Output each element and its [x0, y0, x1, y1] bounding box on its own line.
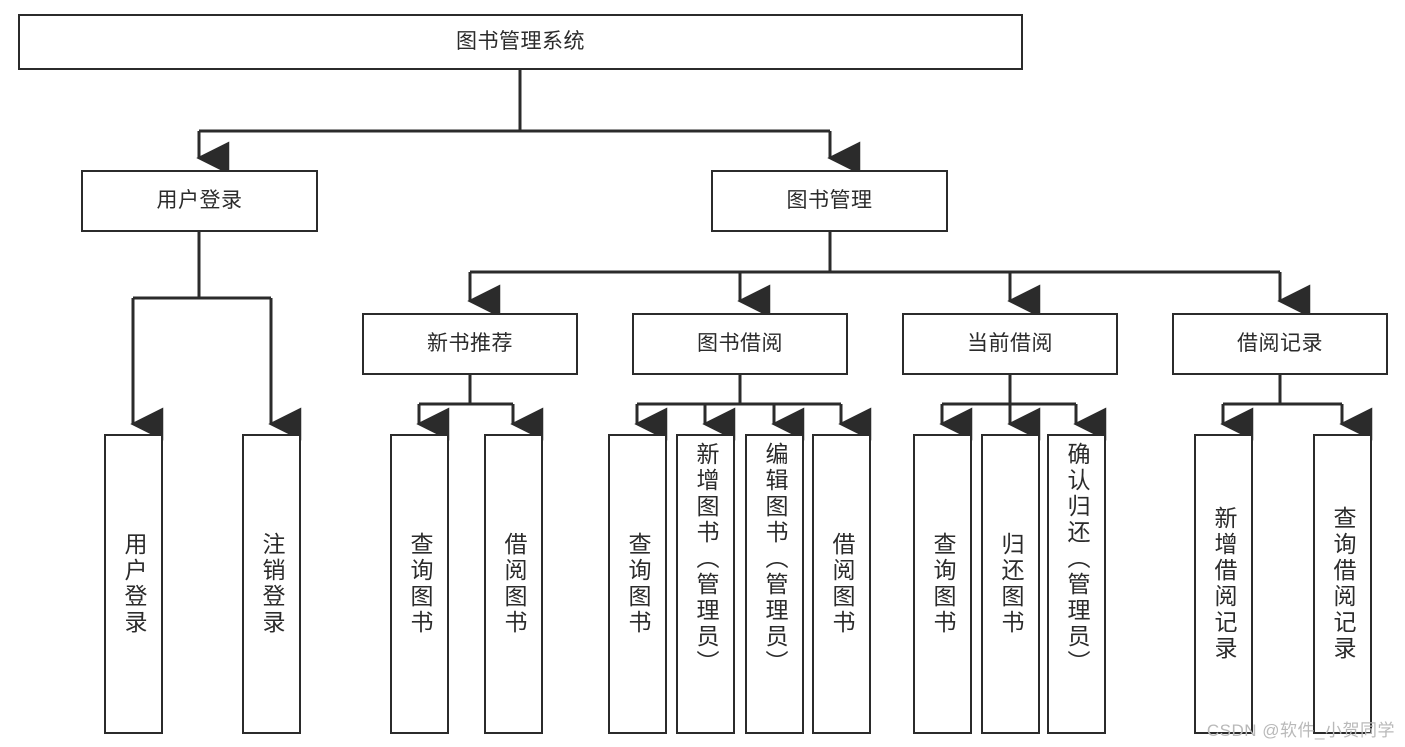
- leaf-borrow-add-book-admin[interactable]: 新增图书（管理员）: [676, 434, 735, 734]
- leaf-records-add-record[interactable]: 新增借阅记录: [1194, 434, 1253, 734]
- leaf-records-add-record-label: 新增借阅记录: [1211, 506, 1237, 662]
- node-current-borrow-label: 当前借阅: [967, 331, 1053, 355]
- node-borrow-records[interactable]: 借阅记录: [1172, 313, 1388, 375]
- node-root-system-label: 图书管理系统: [456, 29, 585, 53]
- leaf-borrow-edit-book-admin[interactable]: 编辑图书（管理员）: [745, 434, 804, 734]
- leaf-borrow-query-book[interactable]: 查询图书: [608, 434, 667, 734]
- leaf-current-query-book-label: 查询图书: [930, 532, 956, 636]
- leaf-records-query-record-label: 查询借阅记录: [1330, 506, 1356, 662]
- node-new-book-recommend[interactable]: 新书推荐: [362, 313, 578, 375]
- node-book-borrow[interactable]: 图书借阅: [632, 313, 848, 375]
- node-book-management-label: 图书管理: [786, 188, 873, 212]
- leaf-borrow-borrow-book-label: 借阅图书: [829, 532, 855, 636]
- leaf-new-book-borrow[interactable]: 借阅图书: [484, 434, 543, 734]
- node-book-management[interactable]: 图书管理: [711, 170, 948, 232]
- leaf-borrow-borrow-book[interactable]: 借阅图书: [812, 434, 871, 734]
- watermark: CSDN @软件_小贺同学: [1206, 721, 1395, 740]
- leaf-current-query-book[interactable]: 查询图书: [913, 434, 972, 734]
- leaf-new-book-borrow-label: 借阅图书: [501, 532, 527, 636]
- leaf-user-login-logout[interactable]: 注销登录: [242, 434, 301, 734]
- leaf-current-confirm-return-admin-label: 确认归还（管理员）: [1064, 442, 1090, 676]
- leaf-user-login-logout-label: 注销登录: [259, 532, 285, 636]
- leaf-current-confirm-return-admin[interactable]: 确认归还（管理员）: [1047, 434, 1106, 734]
- leaf-user-login-login[interactable]: 用户登录: [104, 434, 163, 734]
- node-current-borrow[interactable]: 当前借阅: [902, 313, 1118, 375]
- leaf-current-return-book[interactable]: 归还图书: [981, 434, 1040, 734]
- node-user-login[interactable]: 用户登录: [81, 170, 318, 232]
- node-new-book-recommend-label: 新书推荐: [427, 331, 513, 355]
- leaf-borrow-edit-book-admin-label: 编辑图书（管理员）: [762, 442, 788, 676]
- leaf-borrow-query-book-label: 查询图书: [625, 532, 651, 636]
- leaf-new-book-query-label: 查询图书: [407, 532, 433, 636]
- node-root-system[interactable]: 图书管理系统: [18, 14, 1023, 70]
- node-book-borrow-label: 图书借阅: [697, 331, 783, 355]
- leaf-new-book-query[interactable]: 查询图书: [390, 434, 449, 734]
- node-borrow-records-label: 借阅记录: [1237, 331, 1323, 355]
- leaf-borrow-add-book-admin-label: 新增图书（管理员）: [693, 442, 719, 676]
- leaf-records-query-record[interactable]: 查询借阅记录: [1313, 434, 1372, 734]
- leaf-user-login-login-label: 用户登录: [121, 532, 147, 636]
- node-user-login-label: 用户登录: [156, 188, 243, 212]
- leaf-current-return-book-label: 归还图书: [998, 532, 1024, 636]
